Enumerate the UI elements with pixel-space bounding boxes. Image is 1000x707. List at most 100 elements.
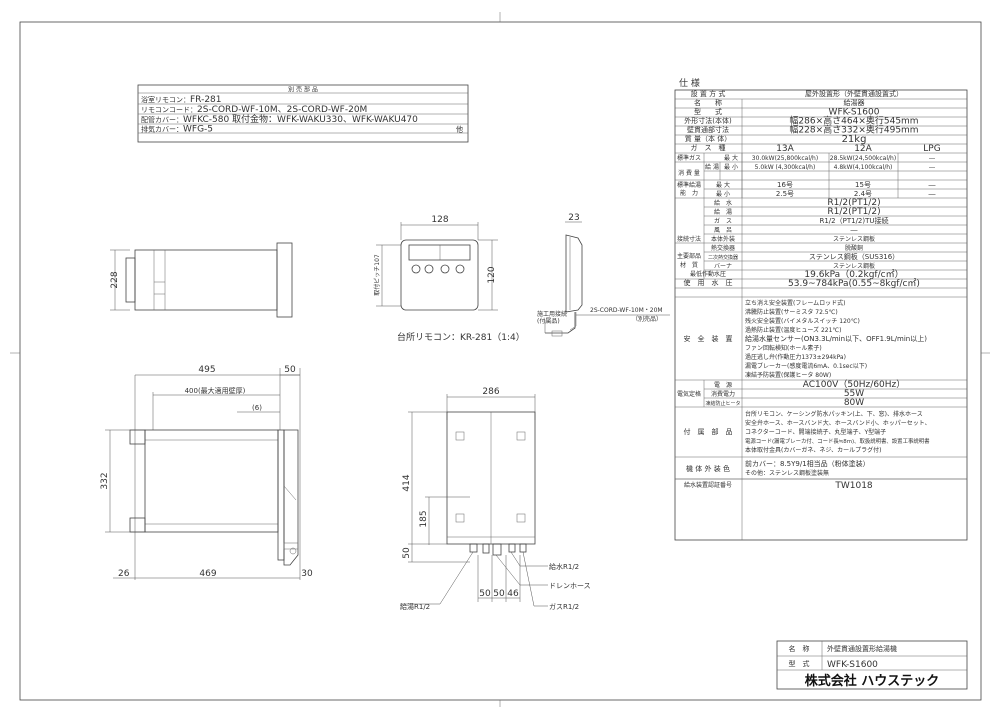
spec-model-value: WFK-S1600 <box>829 108 880 118</box>
remote-connector-label: 施工用接続 (付属品) <box>537 310 569 325</box>
dim-front-pipe-height: 185 <box>419 510 429 527</box>
spec-conn-label: 接続寸法 <box>677 235 701 243</box>
dim-side-height: 332 <box>100 472 110 489</box>
spec-outer-value: 幅286×高さ464×奥行545mm <box>789 115 918 127</box>
spec-max-1: 最 大 <box>724 154 738 162</box>
dim-remote-mount: 取付ピッチ107 <box>373 254 381 296</box>
title-name-value: 外壁貫通設置形給湯機 <box>827 644 897 653</box>
dim-side-bottom-left: 26 <box>118 569 130 579</box>
spec-install-value: 屋外設置形（外壁貫通設置式） <box>805 89 903 98</box>
spec-cons-max-lpg: ― <box>929 155 935 162</box>
spec-name-value: 給湯器 <box>844 98 865 107</box>
label-drain-hose: ドレンホース <box>549 582 591 590</box>
safety-item: 立ち消え安全装置(フレームロッド式) <box>745 299 846 307</box>
spec-gas-label: ガ ス 種 <box>691 143 726 152</box>
title-model-value: WFK-S1600 <box>827 660 878 670</box>
company-name: 株式会社 ハウステック <box>805 673 940 689</box>
dim-remote-depth: 23 <box>568 213 579 223</box>
spec-safety-label: 安 全 装 置 <box>684 334 733 343</box>
spec-elec-cons-value: 55W <box>844 389 864 399</box>
spec-table: 仕 様 <box>674 77 968 541</box>
parts-value-remote-cord: 2S-CORD-WF-10M、2S-CORD-WF-20M <box>197 105 367 115</box>
dim-front-width: 286 <box>482 387 499 397</box>
parts-etc: 他 <box>456 125 463 134</box>
spec-install-label: 設 置 方 式 <box>691 89 726 98</box>
dim-front-46: 46 <box>507 589 519 599</box>
spec-mat-hx-value: 脱酸銅 <box>845 244 863 252</box>
spec-conn-water-label: 給 水 <box>714 199 732 207</box>
remote-caption: 台所リモコン：KR-281（1:4） <box>397 331 525 343</box>
dim-front-50a: 50 <box>479 589 491 599</box>
spec-conn-water-value: R1/2(PT1/2) <box>827 198 880 208</box>
spec-min-1: 最 小 <box>724 163 738 171</box>
spec-wall-value: 幅228×高さ332×奥行495mm <box>789 124 918 136</box>
parts-value-exhaust-cover: WFG-5 <box>183 125 213 135</box>
dim-pipe-height: 228 <box>110 271 120 288</box>
spec-mat-label2: 材 質 <box>680 261 698 269</box>
spec-cert-value: TW1018 <box>834 481 873 491</box>
accessory-item: 台所リモコン、ケーシング防水パッキン(上、下、窓)、排水ホース <box>745 410 923 418</box>
spec-max-2: 最 大 <box>716 181 730 189</box>
spec-mat-hx-label: 熱交換器 <box>711 244 735 252</box>
spec-usep-value: 53.9~784kPa(0.55~8kgf/c㎡) <box>788 278 920 289</box>
spec-cap-max-13a: 16号 <box>777 181 793 189</box>
spec-cons-max-13a: 30.0kW(25,800kcal/h) <box>752 155 818 162</box>
label-hot-supply: 給湯R1/2 <box>400 602 430 611</box>
spec-elec-frz-value: 80W <box>844 398 864 408</box>
spec-cons-max-12a: 28.5kW(24,500kcal/h) <box>830 155 896 162</box>
parts-label-bath-remote: 浴室リモコン <box>141 95 183 104</box>
spec-elec-frz-label: 凍結防止ヒータ <box>705 400 740 407</box>
spec-mat-hx2-label: 二次熱交換器 <box>708 254 738 261</box>
safety-item: 給湯水量センサー(ON3.3L/min以下、OFF1.9L/min以上) <box>745 334 927 343</box>
spec-acc-label: 付 属 部 品 <box>684 427 733 436</box>
dim-remote-width: 128 <box>431 215 448 225</box>
dim-remote-height: 120 <box>487 266 497 283</box>
safety-item: 凍結予防装置(保護ヒータ 80W) <box>745 371 831 379</box>
spec-outer-label: 外形寸法(本体) <box>684 116 732 125</box>
spec-mat-hx2-value: ステンレス鋼板（SUS316） <box>809 252 899 261</box>
spec-gas-12a: 12A <box>854 144 872 154</box>
spec-elec-cons-label: 消費電力 <box>711 390 735 398</box>
dim-front-bottom: 50 <box>402 547 412 559</box>
parts-header: 別 売 部 品 <box>288 86 318 94</box>
parts-value-bath-remote: FR-281 <box>190 95 222 105</box>
spec-conn-bath-label: 風 呂 <box>714 227 732 234</box>
spec-name-label: 名 称 <box>694 98 722 107</box>
dim-front-50b: 50 <box>493 589 505 599</box>
dim-paren: (6) <box>252 404 262 412</box>
remote-cord-sub: （別売品） <box>632 315 662 323</box>
color-item: その他：ステンレス鋼板塗装無 <box>745 469 829 477</box>
spec-cons-min-lpg: ― <box>929 164 935 171</box>
spec-color-label: 機 体 外 装 色 <box>686 464 730 473</box>
spec-gas-lpg: LPG <box>923 144 940 154</box>
spec-elec-label: 電気定格 <box>677 390 701 398</box>
spec-mat-body-value: ステンレス鋼板 <box>833 235 875 243</box>
spec-conn-bath-value: ― <box>851 226 858 234</box>
spec-elec-src-label: 電 源 <box>714 381 732 389</box>
dim-side-width: 495 <box>198 365 215 375</box>
front-view: 286 414 185 50 50 50 46 給 <box>400 387 591 611</box>
dim-side-bottom-right: 30 <box>301 569 313 579</box>
spec-cap-label1: 標準給湯 <box>677 181 701 189</box>
spec-kyuto: 給 湯 <box>705 163 719 171</box>
spec-accessory-list: 台所リモコン、ケーシング防水パッキン(上、下、窓)、排水ホース 安全弁ホース、ホ… <box>745 410 931 454</box>
spec-mat-label1: 主要部品 <box>677 252 701 260</box>
spec-conn-gas-label: ガ ス <box>714 217 732 225</box>
spec-conn-gas-value: R1/2（PT1/2)TU接続 <box>819 216 888 225</box>
svg-text:リモコンコード：2S-CORD-WF-10M、2S-CORD: リモコンコード：2S-CORD-WF-10M、2S-CORD-WF-20M <box>141 105 367 115</box>
dim-side-bottom-mid: 469 <box>199 569 216 579</box>
spec-cap-max-lpg: ― <box>929 181 936 189</box>
spec-min-2: 最 小 <box>716 190 730 198</box>
spec-weight-value: 21kg <box>842 134 867 145</box>
spec-cons-label: 消 費 量 <box>678 169 700 177</box>
spec-cons-min-13a: 5.0kW (4,300kcal/h) <box>755 164 816 171</box>
title-name-label: 名 称 <box>789 644 810 653</box>
spec-safety-list: 立ち消え安全装置(フレームロッド式) 沸騰防止装置(サーミスタ 72.5℃) 残… <box>745 299 927 379</box>
spec-title: 仕 様 <box>679 77 700 89</box>
label-gas: ガスR1/2 <box>549 602 579 611</box>
accessory-item: 安全弁ホース、ホースバンド大、ホースバンド小、ホッパーセット、 <box>745 419 931 427</box>
spec-cap-min-lpg: ― <box>929 190 936 198</box>
spec-minp-label: 最低作動水圧 <box>690 270 726 278</box>
spec-cap-max-12a: 15号 <box>855 181 871 189</box>
